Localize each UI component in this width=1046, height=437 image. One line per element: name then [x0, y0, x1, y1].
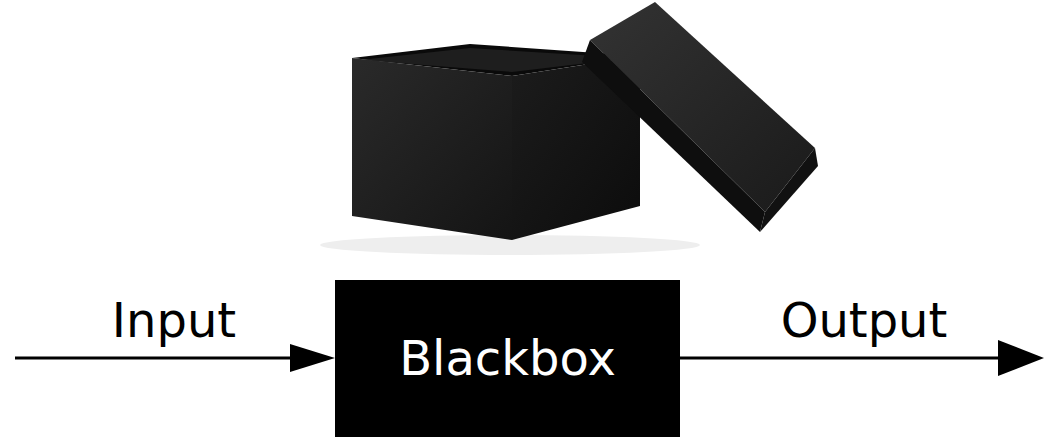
input-arrow: [15, 344, 335, 372]
box-photo: [320, 2, 818, 255]
box-label: Blackbox: [399, 332, 616, 385]
blackbox-rect: Blackbox: [335, 280, 680, 437]
arrow-label: Input: [112, 294, 236, 347]
arrow-label: Output: [781, 294, 948, 347]
